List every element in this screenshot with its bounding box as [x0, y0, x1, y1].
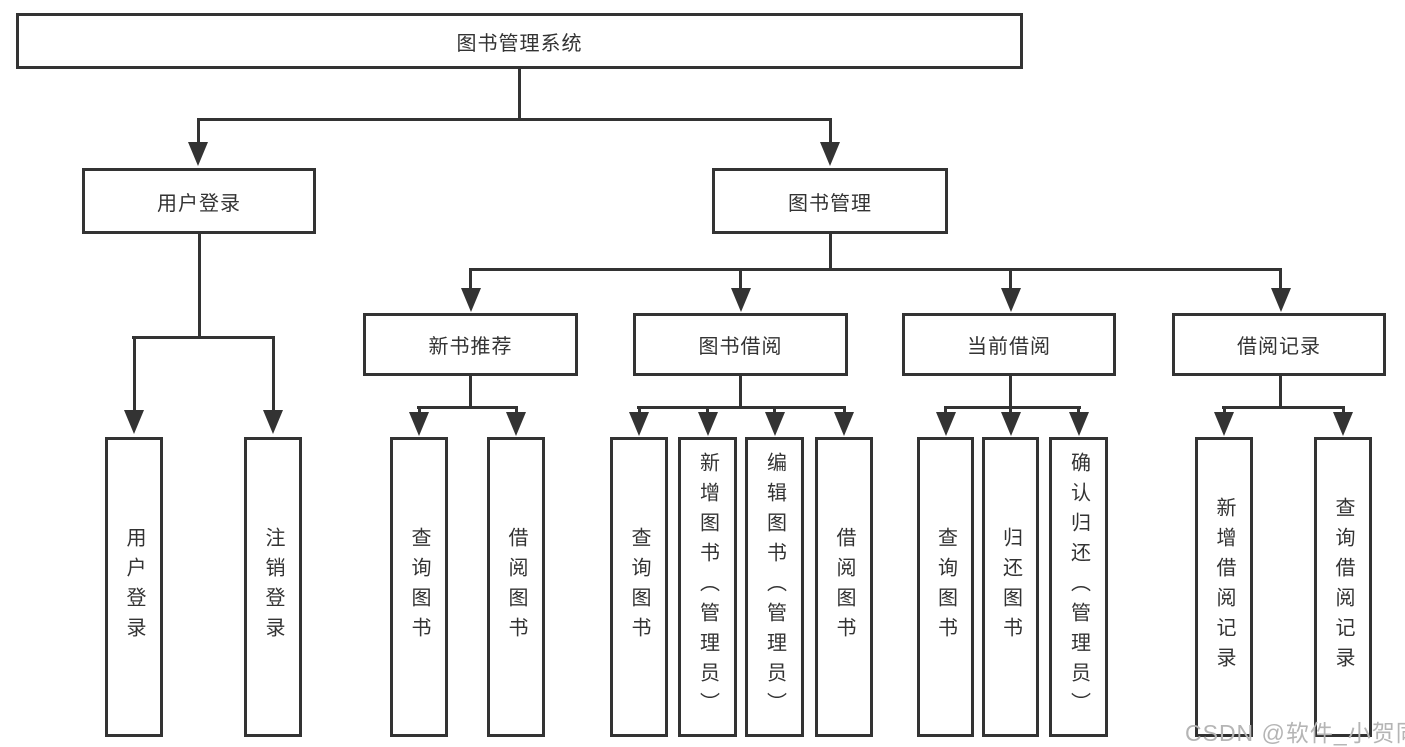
connector-root-stem	[518, 68, 521, 119]
connector-current-borrow-bus	[944, 406, 1081, 409]
arrow-down-icon	[936, 412, 956, 436]
connector-borrow-records-stem	[1279, 376, 1282, 409]
arrow-down-icon	[461, 288, 481, 312]
connector-level2-bus	[197, 118, 831, 121]
arrow-down-icon	[1333, 412, 1353, 436]
arrow-down-icon	[820, 142, 840, 166]
connector-drop	[469, 268, 472, 290]
arrow-down-icon	[506, 412, 526, 436]
node-current-borrow: 当前借阅	[902, 313, 1116, 376]
leaf-label: 编辑图书（管理员）	[763, 452, 786, 722]
connector-drop	[418, 406, 421, 414]
connector-drop	[1223, 406, 1226, 414]
node-root-label: 图书管理系统	[456, 32, 583, 55]
leaf-logout: 注销登录	[244, 437, 302, 737]
arrow-down-icon	[1001, 412, 1021, 436]
connector-drop	[1009, 268, 1012, 290]
node-borrow-records: 借阅记录	[1172, 313, 1386, 376]
arrow-down-icon	[1271, 288, 1291, 312]
arrow-down-icon	[1214, 412, 1234, 436]
leaf-borrow-books-2: 借阅图书	[815, 437, 873, 737]
connector-drop	[1342, 406, 1345, 414]
arrow-down-icon	[765, 412, 785, 436]
node-user-login: 用户登录	[82, 168, 316, 234]
connector-drop	[1009, 406, 1012, 414]
arrow-down-icon	[1069, 412, 1089, 436]
leaf-query-books-3: 查询图书	[917, 437, 974, 737]
leaf-query-borrow-record: 查询借阅记录	[1314, 437, 1372, 737]
node-user-login-label: 用户登录	[157, 192, 241, 215]
leaf-label: 归还图书	[999, 527, 1022, 647]
node-current-borrow-label: 当前借阅	[967, 336, 1051, 358]
node-book-mgmt-label: 图书管理	[788, 192, 872, 215]
node-book-mgmt: 图书管理	[712, 168, 948, 234]
node-new-books: 新书推荐	[363, 313, 578, 376]
node-book-borrow-label: 图书借阅	[698, 336, 783, 358]
leaf-borrow-books-1: 借阅图书	[487, 437, 545, 737]
connector-drop	[739, 268, 742, 290]
connector-current-borrow-stem	[1009, 376, 1012, 409]
arrow-down-icon	[263, 410, 283, 434]
connector-drop	[272, 336, 275, 412]
connector-level3-bus	[469, 268, 1282, 271]
leaf-label: 查询图书	[408, 527, 430, 647]
leaf-confirm-return-admin: 确认归还（管理员）	[1049, 437, 1108, 737]
arrow-down-icon	[698, 412, 718, 436]
connector-drop	[638, 406, 641, 414]
node-root: 图书管理系统	[16, 13, 1023, 69]
leaf-label: 新增图书（管理员）	[696, 452, 719, 722]
leaf-edit-books-admin: 编辑图书（管理员）	[745, 437, 804, 737]
connector-user-login-bus	[132, 336, 275, 339]
connector-drop	[1279, 268, 1282, 290]
arrow-down-icon	[124, 410, 144, 434]
connector-book-mgmt-stem	[829, 233, 832, 271]
arrow-down-icon	[1001, 288, 1021, 312]
node-new-books-label: 新书推荐	[428, 336, 513, 358]
arrow-down-icon	[188, 142, 208, 166]
csdn-watermark: CSDN @软件_小贺同学	[1185, 720, 1405, 746]
connector-drop	[944, 406, 947, 414]
leaf-label: 查询图书	[934, 527, 957, 647]
leaf-label: 注销登录	[262, 527, 284, 647]
connector-drop	[1077, 406, 1080, 414]
leaf-user-login: 用户登录	[105, 437, 163, 737]
leaf-label: 用户登录	[123, 527, 145, 647]
connector-drop	[515, 406, 518, 414]
node-borrow-records-label: 借阅记录	[1237, 336, 1321, 358]
leaf-label: 查询借阅记录	[1332, 497, 1354, 677]
node-book-borrow: 图书借阅	[633, 313, 848, 376]
leaf-query-books-1: 查询图书	[390, 437, 448, 737]
connector-user-login-stem	[198, 233, 201, 339]
leaf-label: 查询图书	[628, 527, 650, 647]
leaf-label: 新增借阅记录	[1213, 497, 1235, 677]
leaf-add-books-admin: 新增图书（管理员）	[678, 437, 737, 737]
connector-book-mgmt-drop	[829, 118, 832, 144]
leaf-label: 借阅图书	[833, 527, 855, 647]
leaf-add-borrow-record: 新增借阅记录	[1195, 437, 1253, 737]
leaf-label: 确认归还（管理员）	[1067, 452, 1090, 722]
arrow-down-icon	[629, 412, 649, 436]
connector-new-books-stem	[469, 376, 472, 409]
connector-book-borrow-bus	[637, 406, 846, 409]
arrow-down-icon	[409, 412, 429, 436]
leaf-return-books: 归还图书	[982, 437, 1039, 737]
arrow-down-icon	[834, 412, 854, 436]
connector-new-books-bus	[417, 406, 518, 409]
leaf-label: 借阅图书	[505, 527, 527, 647]
connector-drop	[133, 336, 136, 412]
connector-drop	[773, 406, 776, 414]
connector-user-login-drop	[197, 118, 200, 144]
leaf-query-books-2: 查询图书	[610, 437, 668, 737]
connector-book-borrow-stem	[739, 376, 742, 409]
arrow-down-icon	[731, 288, 751, 312]
connector-drop	[843, 406, 846, 414]
connector-borrow-records-bus	[1222, 406, 1345, 409]
connector-drop	[706, 406, 709, 414]
